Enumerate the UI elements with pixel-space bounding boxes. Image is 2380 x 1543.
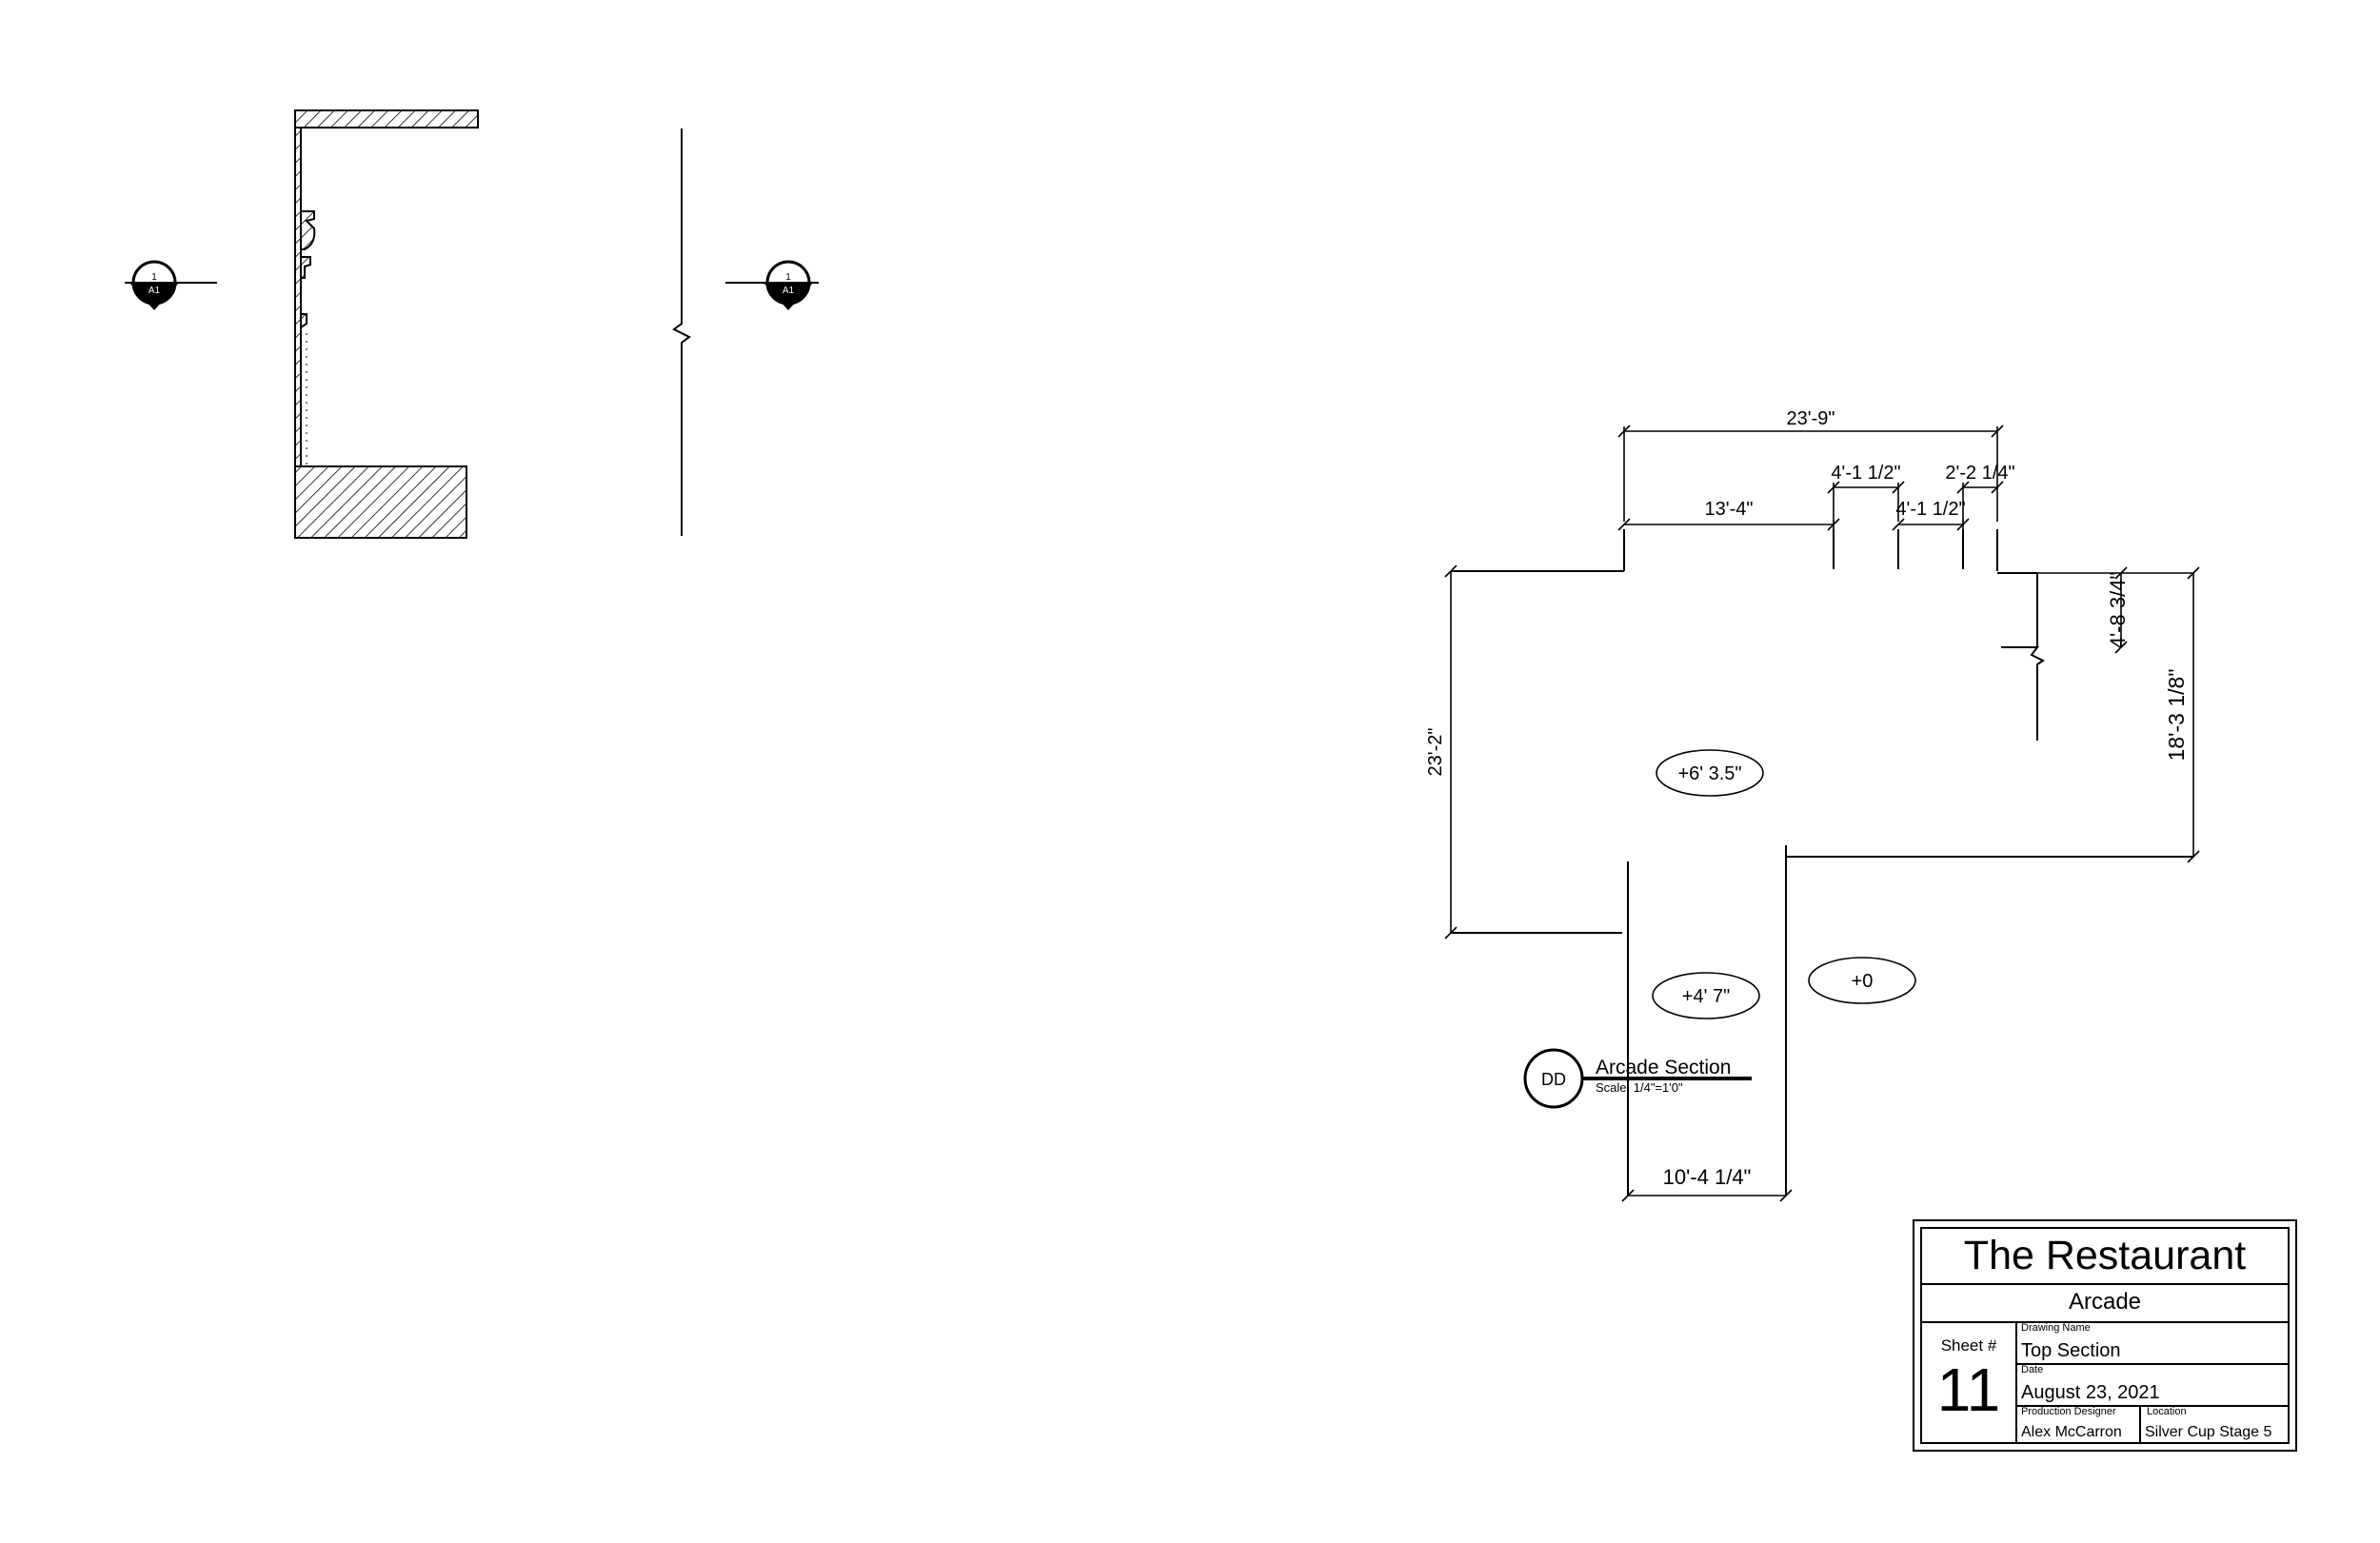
callout-scale: Scale: 1/4"=1'0" bbox=[1596, 1080, 1683, 1095]
floor-plan-outline bbox=[1451, 529, 2193, 1196]
location-label: Location bbox=[2147, 1406, 2187, 1417]
wall-section-profile bbox=[294, 109, 479, 539]
sheet-label: Sheet # bbox=[1940, 1336, 1997, 1355]
dim-left-height: 23'-2" bbox=[1425, 728, 1446, 777]
section-callout: DD Arcade Section Scale: 1/4"=1'0" bbox=[1523, 1048, 1752, 1109]
date-label: Date bbox=[2021, 1364, 2044, 1375]
callout-title: Arcade Section bbox=[1596, 1057, 1731, 1078]
drawing-name-label: Drawing Name bbox=[2021, 1322, 2091, 1334]
date-value: August 23, 2021 bbox=[2021, 1382, 2160, 1403]
crown-molding bbox=[300, 210, 316, 250]
elevation-upper: +6' 3.5" bbox=[1677, 763, 1741, 784]
designer-cell: Production Designer Alex McCarron bbox=[2015, 1405, 2141, 1442]
elevation-ellipse-lower-right bbox=[1808, 957, 1916, 1004]
project-title: The Restaurant bbox=[1922, 1229, 2288, 1285]
section-marker-right: 1 A1 bbox=[725, 260, 819, 310]
elevation-ellipse-upper bbox=[1656, 749, 1764, 797]
sheet-number: 11 bbox=[1936, 1355, 2001, 1424]
break-line-vertical bbox=[672, 129, 691, 536]
callout-id: DD bbox=[1541, 1070, 1566, 1089]
section-marker-right-top: 1 bbox=[785, 272, 791, 283]
dim-segment-upper-a: 4'-1 1/2" bbox=[1831, 463, 1900, 484]
drawing-name: Top Section bbox=[2021, 1340, 2121, 1361]
dimension-lines bbox=[1444, 425, 2200, 1202]
drawing-name-cell: Drawing Name Top Section bbox=[2015, 1321, 2288, 1365]
elevation-tags: +6' 3.5" +4' 7" +0 bbox=[1652, 749, 1916, 1019]
dimension-labels: 23'-9" 13'-4" 4'-1 1/2" 4'-1 1/2" 2'-2 1… bbox=[1425, 408, 2189, 1189]
elevation-ellipse-lower-left bbox=[1652, 972, 1760, 1019]
location-value: Silver Cup Stage 5 bbox=[2145, 1424, 2272, 1440]
designer-label: Production Designer bbox=[2021, 1406, 2116, 1417]
dim-right-height: 18'-3 1/8" bbox=[2164, 669, 2189, 762]
base-block-hatch bbox=[294, 465, 467, 539]
elevation-lower-left: +4' 7" bbox=[1682, 986, 1730, 1007]
dim-segment-lower-a: 4'-1 1/2" bbox=[1895, 499, 1965, 520]
dim-bottom-width: 10'-4 1/4" bbox=[1663, 1165, 1752, 1189]
set-name: Arcade bbox=[1922, 1283, 2288, 1323]
wall-hatch bbox=[294, 127, 302, 467]
date-cell: Date August 23, 2021 bbox=[2015, 1363, 2288, 1407]
dim-right-upper-height: 4'-8 3/4" bbox=[2106, 572, 2130, 649]
section-marker-right-bottom: A1 bbox=[783, 286, 795, 296]
designer-value: Alex McCarron bbox=[2021, 1424, 2122, 1440]
dim-segment-left: 13'-4" bbox=[1705, 499, 1754, 520]
dim-overall-top: 23'-9" bbox=[1787, 408, 1835, 429]
location-cell: Location Silver Cup Stage 5 bbox=[2141, 1405, 2288, 1442]
section-marker-left-bottom: A1 bbox=[149, 286, 161, 296]
section-marker-left-top: 1 bbox=[151, 272, 157, 283]
sheet-number-cell: Sheet # 11 bbox=[1922, 1321, 2017, 1442]
dim-segment-right: 2'-2 1/4" bbox=[1945, 463, 2014, 484]
top-beam-hatch bbox=[294, 109, 479, 129]
elevation-lower-right: +0 bbox=[1852, 971, 1874, 992]
base-molding bbox=[300, 313, 307, 329]
chair-rail-molding bbox=[300, 256, 311, 279]
title-block: The Restaurant Arcade Sheet # 11 Drawing… bbox=[1913, 1219, 2297, 1452]
section-marker-left: 1 A1 bbox=[125, 260, 217, 310]
